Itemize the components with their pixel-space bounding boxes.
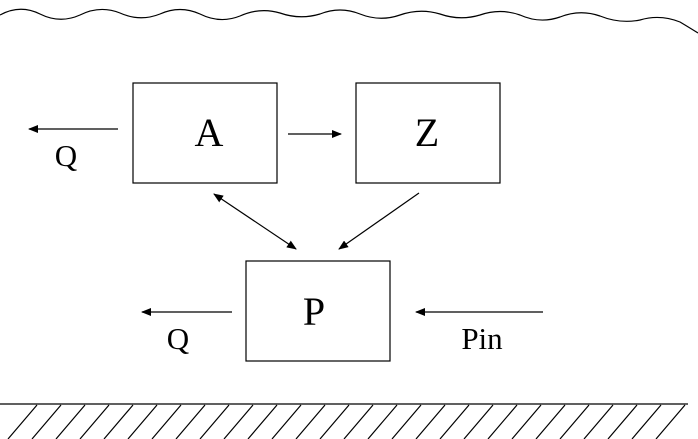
hatch-line: [271, 404, 302, 439]
arrow-z-to-p: [338, 192, 420, 250]
hatch-line: [55, 404, 86, 439]
hatch-line: [343, 404, 374, 439]
box-p-label: P: [303, 289, 325, 334]
top-wavy-boundary: [0, 8, 698, 34]
hatch-line: [295, 404, 326, 439]
hatch-line: [223, 404, 254, 439]
box-a-label: A: [195, 110, 224, 155]
hatch-line: [535, 404, 566, 439]
hatch-line: [391, 404, 422, 439]
hatch-line: [463, 404, 494, 439]
hatch-line: [367, 404, 398, 439]
hatch-line: [511, 404, 542, 439]
hatch-line: [439, 404, 470, 439]
hatch-line: [199, 404, 230, 439]
hatch-line: [487, 404, 518, 439]
hatch-line: [127, 404, 158, 439]
hatch-line: [151, 404, 182, 439]
q-label-bottom: Q: [167, 321, 189, 356]
hatch-line: [583, 404, 614, 439]
hatch-line: [319, 404, 350, 439]
box-a: [132, 82, 278, 184]
hatch-line: [31, 404, 62, 439]
pin-label: Pin: [461, 321, 503, 356]
box-z: [355, 82, 501, 184]
box-p: [245, 260, 391, 362]
hatch-line: [655, 404, 686, 439]
hatch-line: [7, 404, 38, 439]
hatch-line: [607, 404, 638, 439]
hatch-line: [415, 404, 446, 439]
q-label-top: Q: [55, 138, 77, 173]
hatch-line: [79, 404, 110, 439]
hatch-line: [103, 404, 134, 439]
arrow-a-p-bidirectional: [213, 193, 297, 250]
hatch-line: [559, 404, 590, 439]
hatch-line: [175, 404, 206, 439]
hatch-line: [247, 404, 278, 439]
hatch-line: [631, 404, 662, 439]
ground-hatching: [7, 404, 686, 439]
box-z-label: Z: [415, 110, 439, 155]
